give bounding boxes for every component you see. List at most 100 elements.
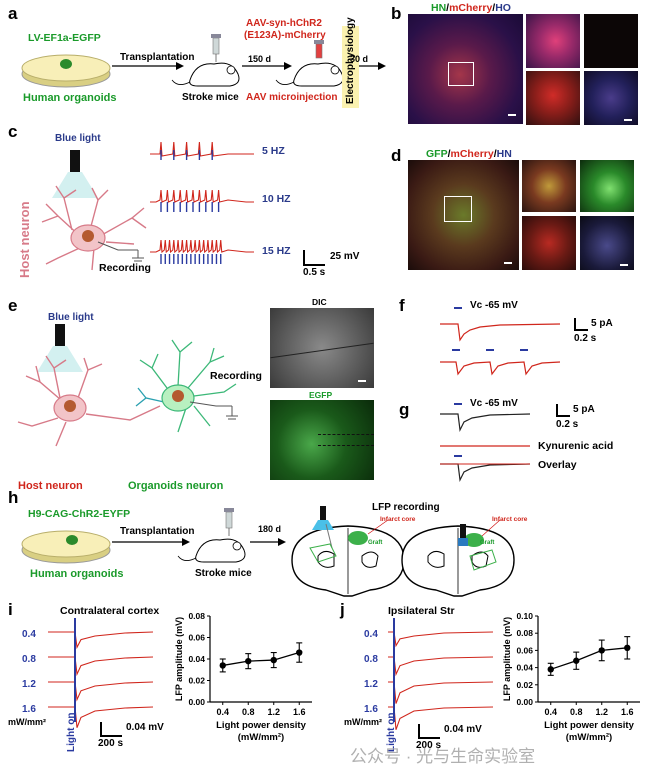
i-density-2: 1.2 (22, 679, 36, 690)
i-scale-t: 200 s (98, 738, 124, 749)
h-organoids: Human organoids (30, 568, 124, 580)
lfp-trace (388, 631, 494, 648)
h-lfp: LFP recording (372, 502, 440, 513)
f-vc: Vc -65 mV (470, 300, 518, 311)
d-micrograph-gfp-zoom (580, 160, 634, 212)
b-micrograph-ho-zoom (584, 71, 638, 125)
i-lfp-traces (48, 631, 154, 728)
j-scale-t-bar (418, 737, 440, 739)
d-micrograph-mcherry-zoom (522, 216, 576, 270)
panel-label-c: c (8, 122, 18, 141)
f-scale-i-bar (574, 318, 576, 330)
x-tick-label: 1.2 (595, 707, 608, 717)
b-micrograph-main (408, 14, 523, 124)
a-schematic (21, 26, 386, 108)
x-tick-label: 0.8 (242, 707, 255, 717)
d-micrograph-merge-zoom (522, 160, 576, 212)
panel-label-e: e (8, 296, 18, 315)
j-scale-v: 0.04 mV (444, 724, 482, 735)
e-host-neuron: Host neuron (18, 480, 83, 492)
e-organoid-neuron: Organoids neuron (128, 480, 224, 492)
f-scale-t-bar (574, 329, 588, 331)
g-overlay: Overlay (538, 459, 577, 471)
c-spike-trace (150, 239, 254, 254)
a-transplantation: Transplantation (120, 52, 195, 63)
data-point (573, 657, 580, 664)
i-density-1: 0.8 (22, 654, 36, 665)
j-light-on-line (393, 618, 395, 722)
h-days-180: 180 d (258, 524, 282, 534)
f-scale-t: 0.2 s (574, 333, 597, 344)
i-density-3: 1.6 (22, 704, 36, 715)
c-blue-light: Blue light (55, 133, 101, 144)
x-tick-label: 0.4 (544, 707, 557, 717)
j-unit: mW/mm² (344, 717, 382, 727)
a-organoids: Human organoids (23, 92, 117, 104)
d-micrograph-main (408, 160, 519, 270)
a-virus-line1: AAV-syn-hChR2 (246, 18, 322, 29)
h-stroke-mice: Stroke mice (195, 568, 252, 579)
lfp-trace (48, 681, 154, 702)
c-scale-t: 0.5 s (303, 267, 326, 278)
a-microinjection: AAV microinjection (246, 92, 338, 103)
x-axis-label: Light power density (216, 720, 306, 731)
c-freq-15: 15 HZ (262, 245, 291, 257)
i-title: Contralateral cortex (60, 605, 160, 617)
y-tick-label: 0.04 (188, 654, 205, 664)
panel-label-h: h (8, 488, 19, 507)
lfp-trace (388, 681, 494, 704)
data-point (219, 662, 226, 669)
h-infarct-2: Infarct core (492, 516, 528, 523)
i-scale-v-bar (100, 722, 102, 736)
y-tick-label: 0.02 (516, 680, 533, 690)
y-tick-label: 0.00 (516, 697, 533, 707)
panel-label-a: a (8, 4, 18, 23)
watermark: 公众号 · 光与生命实验室 (350, 747, 536, 766)
g-scale-i-bar (556, 404, 558, 416)
panel-label-d: d (391, 146, 402, 165)
data-point (547, 666, 554, 673)
x-axis-unit: (mW/mm²) (566, 732, 612, 743)
j-density-1: 0.8 (364, 654, 378, 665)
d-micrograph-hn-zoom (580, 216, 634, 270)
h-construct: H9-CAG-ChR2-EYFP (28, 508, 131, 520)
a-days-30: 30 d (350, 54, 369, 64)
e-dic-image (270, 308, 374, 388)
lfp-trace (388, 656, 494, 677)
a-electrophysiology: Electrophysiology (345, 17, 356, 104)
panel-label-b: b (391, 4, 402, 23)
data-point (245, 657, 252, 665)
x-tick-label: 0.8 (570, 707, 583, 717)
x-tick-label: 0.4 (216, 707, 229, 717)
c-spike-trace (150, 141, 254, 157)
j-title: Ipsilateral Str (388, 605, 455, 617)
h-graft-1: Graft (368, 540, 383, 546)
y-tick-label: 0.08 (516, 628, 533, 638)
e-blue-light: Blue light (48, 312, 94, 323)
b-micrograph-hn-zoom (584, 14, 638, 68)
x-axis-label: Light power density (544, 720, 634, 731)
g-traces (440, 403, 531, 483)
x-tick-label: 1.2 (267, 707, 280, 717)
panel-label-f: f (399, 296, 405, 315)
j-density-2: 1.2 (364, 679, 378, 690)
y-axis-label: LFP amplitude (mV) (174, 617, 184, 701)
panel-label-g: g (399, 400, 410, 419)
i-scale-t-bar (100, 735, 122, 737)
b-micrograph-mcherry-zoom (526, 71, 580, 125)
y-axis-label: LFP amplitude (mV) (502, 617, 512, 701)
f-scale-i: 5 pA (591, 318, 613, 329)
c-scale-v: 25 mV (330, 251, 360, 262)
x-tick-label: 1.6 (293, 707, 306, 717)
a-virus-line2: (E123A)-mCherry (244, 30, 326, 41)
series-line (222, 651, 300, 667)
panel-label-i: i (8, 600, 13, 619)
c-freq-10: 10 HZ (262, 193, 291, 205)
data-point (598, 647, 605, 654)
series-line (550, 647, 628, 670)
y-tick-label: 0.04 (516, 663, 533, 673)
a-stroke-mice: Stroke mice (182, 92, 239, 103)
c-scale-t-bar (303, 264, 325, 266)
